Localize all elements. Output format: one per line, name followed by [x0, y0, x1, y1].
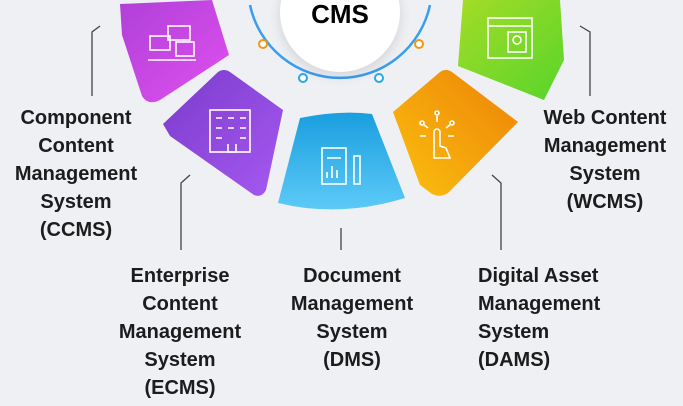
- label-dms: Document Management System (DMS): [290, 265, 414, 371]
- touch-network-icon: [419, 110, 455, 159]
- label-ecms: Enterprise Content Management System (EC…: [118, 265, 242, 399]
- segment-dams: [393, 70, 518, 196]
- content-components-icon: [148, 25, 196, 61]
- cms-label: CMS: [311, 0, 369, 29]
- segment-dms: [278, 112, 405, 210]
- arc-ring: [248, 4, 432, 80]
- label-wcms: Web Content Management System (WCMS): [543, 107, 667, 213]
- ring-dot: [414, 39, 424, 49]
- segment-ecms: [163, 70, 283, 196]
- ring-dot: [298, 73, 308, 83]
- segment-ccms: [120, 0, 229, 103]
- label-ccms: Component Content Management System (CCM…: [14, 107, 138, 241]
- connector-line: [491, 174, 502, 250]
- connector-line: [180, 174, 191, 250]
- building-icon: [209, 109, 251, 153]
- connector-line: [579, 25, 591, 96]
- connector-line: [91, 25, 101, 96]
- document-pen-icon: [321, 147, 361, 185]
- ring-dot: [258, 39, 268, 49]
- label-dams: Digital Asset Management System (DAMS): [478, 265, 601, 371]
- web-page-icon: [487, 17, 533, 59]
- segment-wcms: [458, 0, 564, 100]
- ring-dot: [374, 73, 384, 83]
